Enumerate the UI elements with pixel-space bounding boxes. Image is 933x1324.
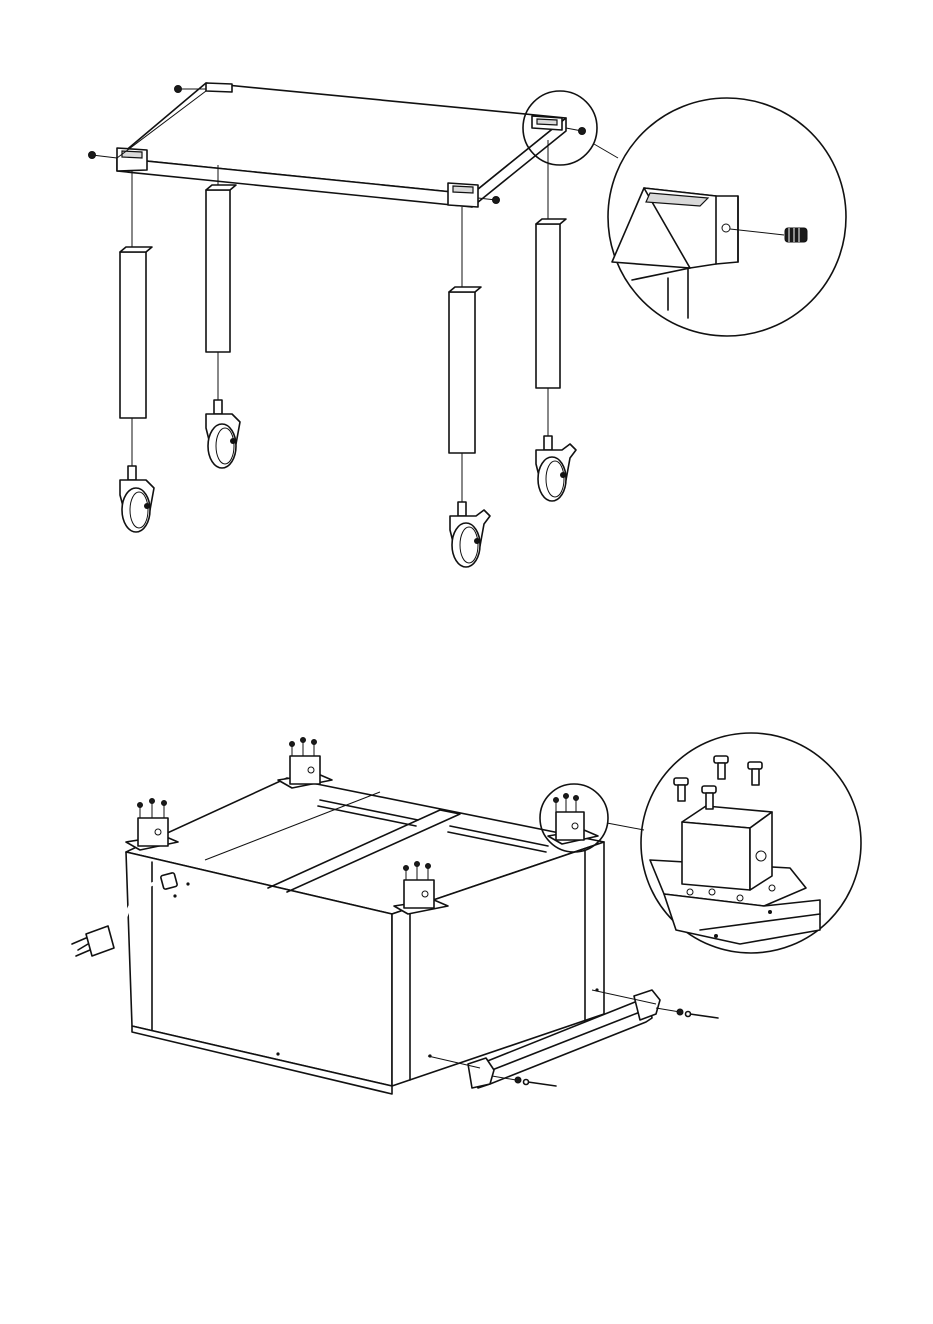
leg [120,247,152,418]
leg [206,185,236,352]
detail-callout-corner [523,91,846,336]
mount-bracket [548,794,598,845]
set-screw [579,128,586,135]
caster-wheel [536,436,576,501]
step-unit-feet-handle [72,733,861,1094]
step-frame-casters [89,83,847,567]
leg [536,219,566,388]
leg [449,287,481,453]
set-screw [89,152,96,159]
bracket-detail [650,756,820,944]
caster-wheel [206,400,240,468]
set-screw [785,228,807,242]
bolt [674,778,688,801]
caster-wheel [450,502,490,567]
set-screw [175,86,182,93]
bolt [702,786,716,809]
bolt [714,756,728,779]
mount-bracket [126,799,178,851]
set-screw [493,197,500,204]
bolt [748,762,762,785]
caster-wheel [120,466,154,532]
mount-bracket [278,738,332,789]
top-frame [117,83,566,207]
